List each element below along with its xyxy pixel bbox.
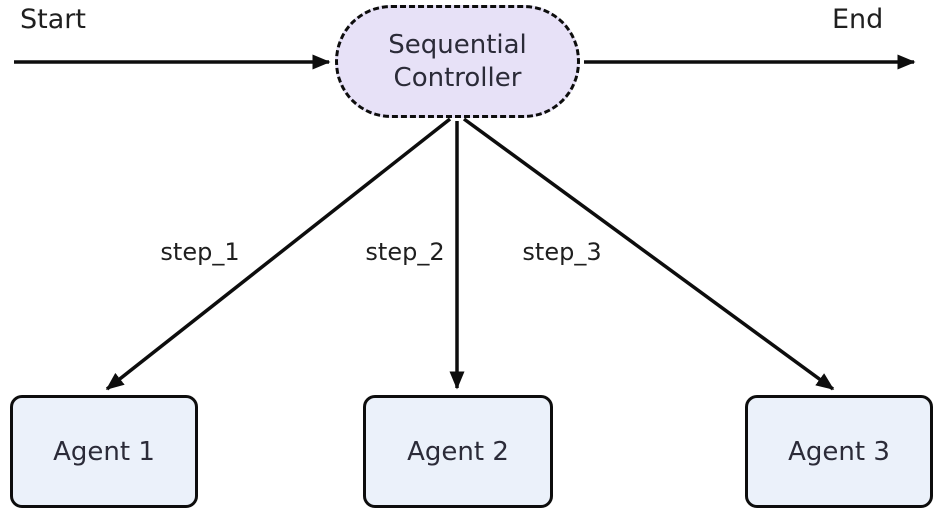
agent-3-node: Agent 3 (745, 395, 933, 508)
edge-label-step-1: step_1 (157, 238, 243, 266)
start-label: Start (20, 4, 86, 35)
agent-1-node: Agent 1 (10, 395, 198, 508)
edge-step1-to-agent1 (105, 117, 452, 391)
agent-1-label: Agent 1 (53, 436, 155, 467)
agent-3-label: Agent 3 (788, 436, 890, 467)
agent-2-node: Agent 2 (363, 395, 553, 508)
edge-step3-to-agent3 (462, 117, 835, 391)
edge-label-step-3: step_3 (519, 238, 605, 266)
edge-label-step-2: step_2 (362, 238, 448, 266)
end-label: End (832, 4, 884, 35)
agent-2-label: Agent 2 (407, 436, 509, 467)
sequential-controller-node: Sequential Controller (335, 5, 580, 118)
controller-label-line1: Sequential (388, 29, 527, 60)
controller-label-line2: Controller (393, 62, 522, 93)
